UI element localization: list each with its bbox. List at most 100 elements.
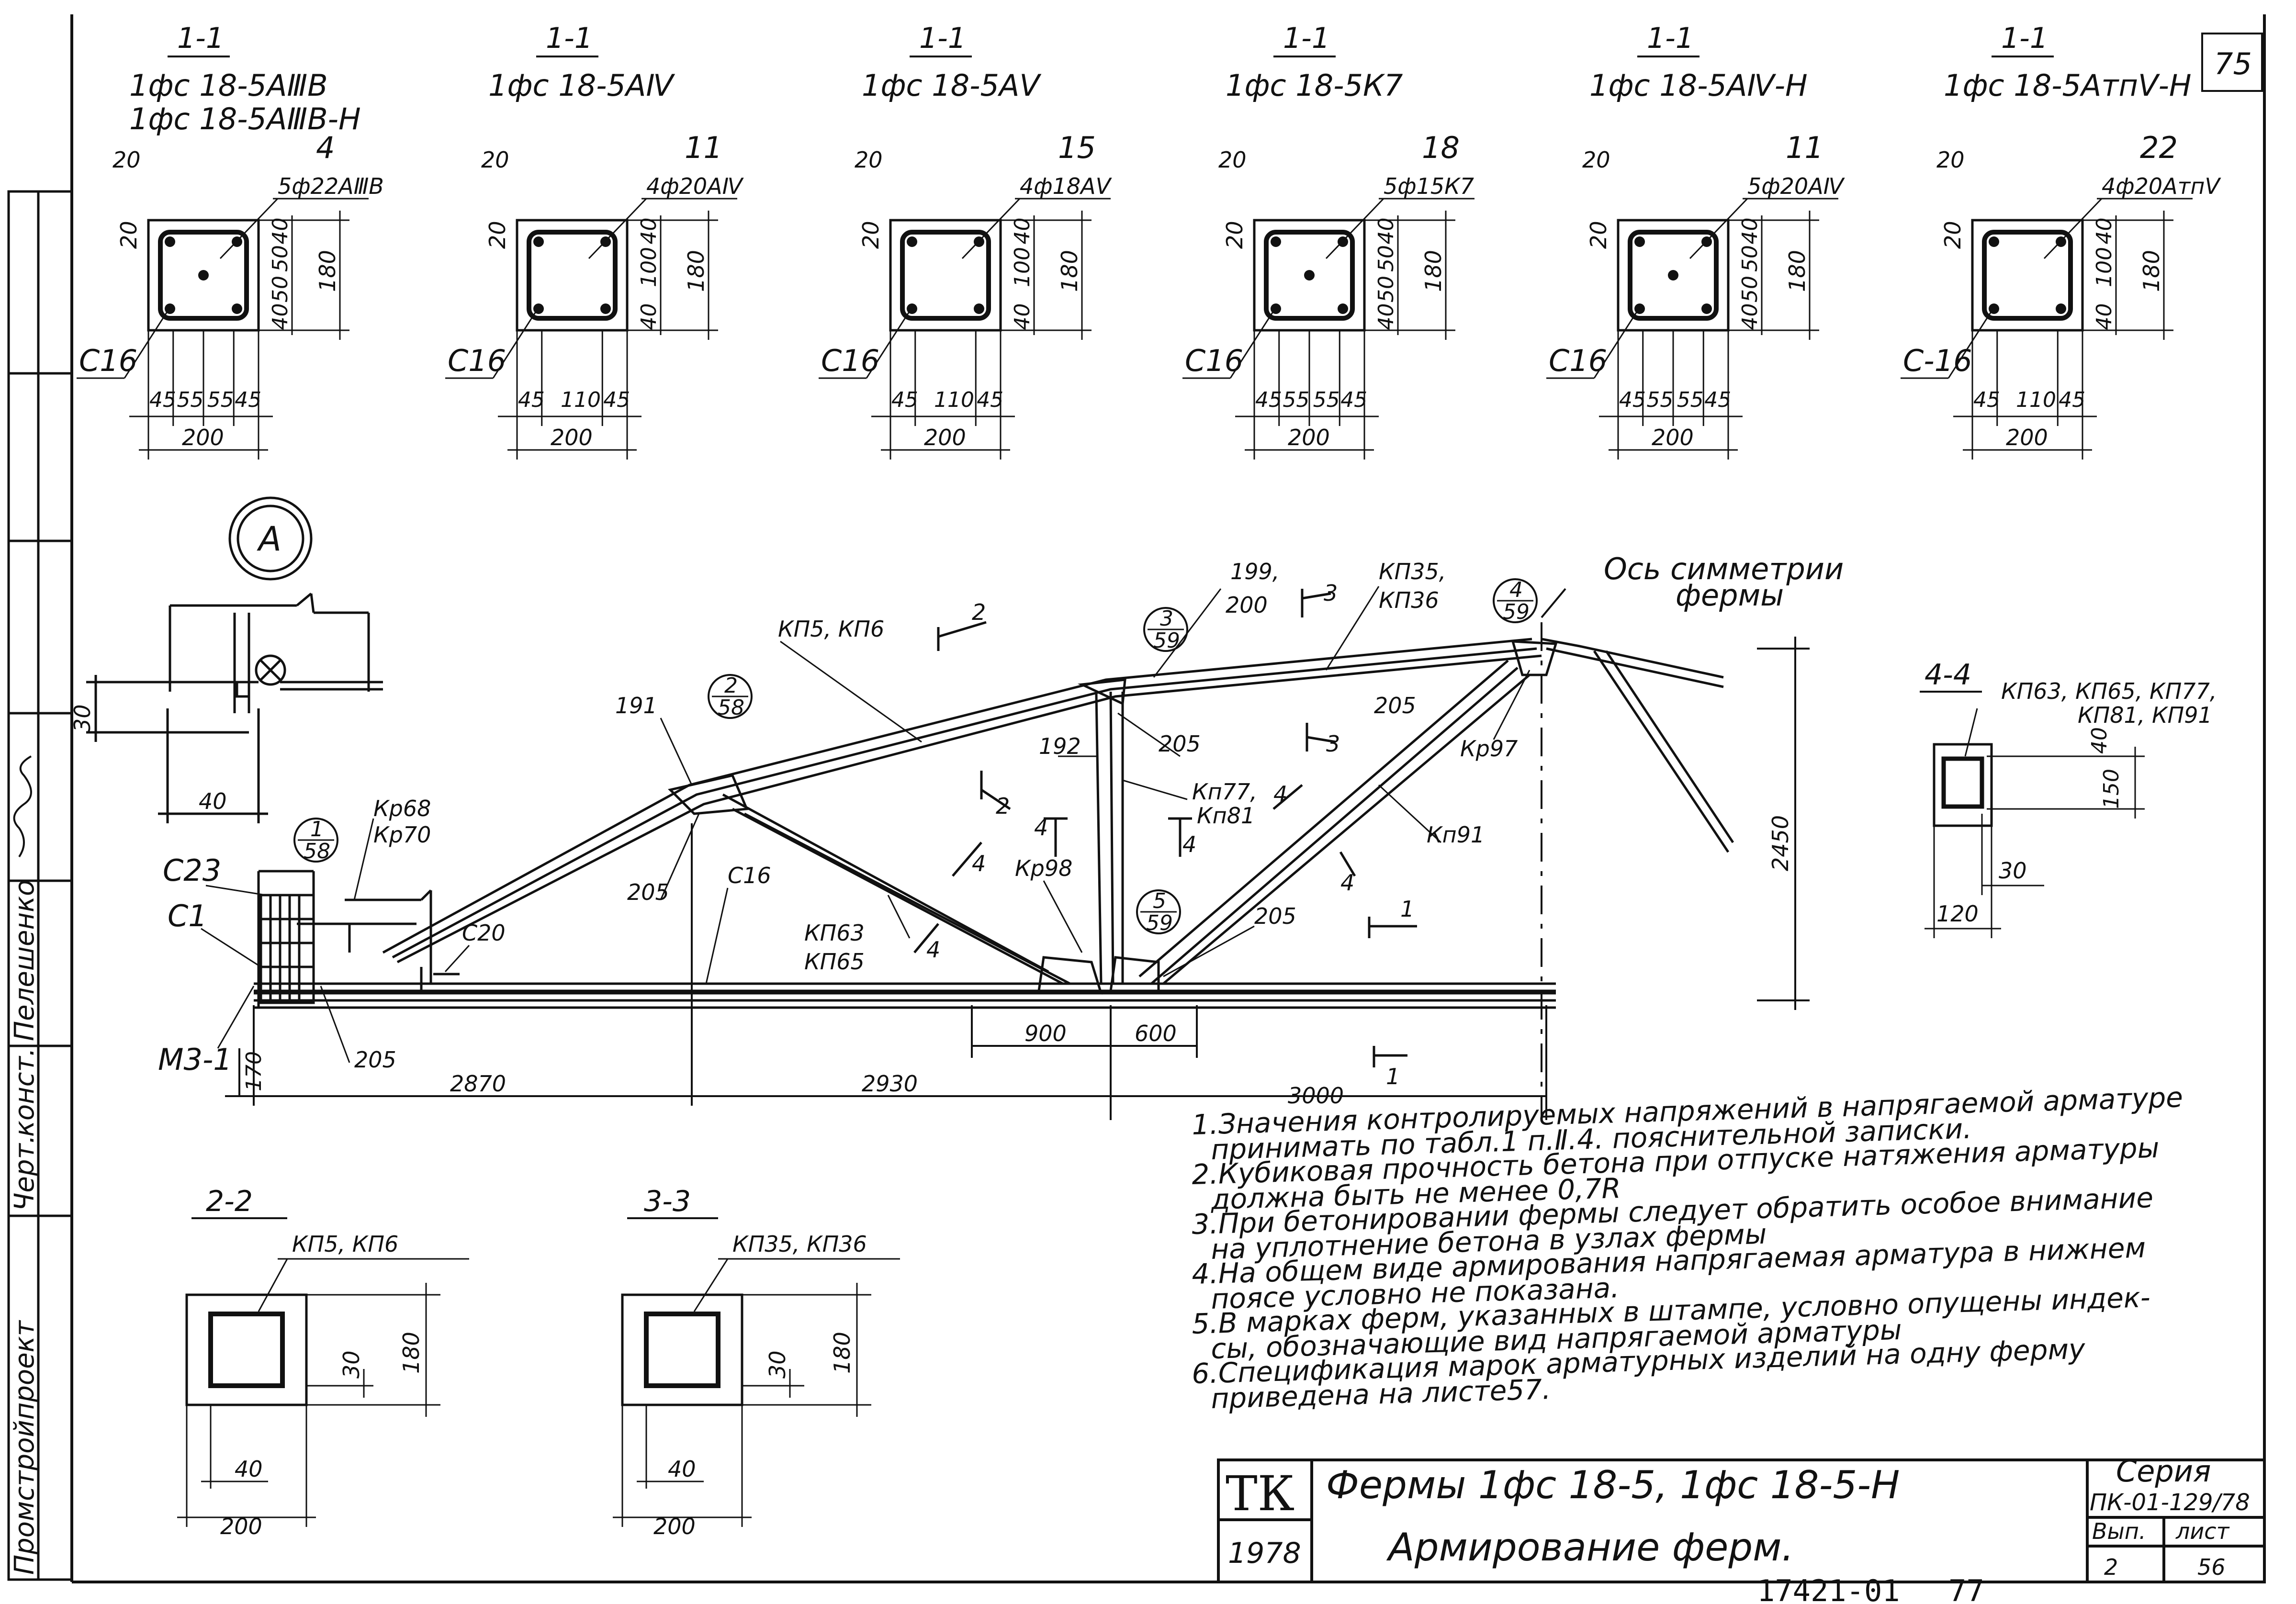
title-block-series: ПК-01-129/78 (2090, 1489, 2250, 1516)
section-3-3-dim-200: 200 (653, 1514, 696, 1539)
cut-label-1a: 1 (1400, 896, 1414, 922)
node-circle: 258 (708, 673, 753, 720)
section-clamp-label: С-16 (1903, 343, 1972, 378)
section-dim-top: 20 (484, 221, 510, 249)
dim-2450: 2450 (1767, 815, 1793, 871)
symmetry-axis-label-1: Ось симметрии (1604, 551, 1844, 586)
section-rebar-spec: 4ф20АтпⅤ (2102, 173, 2221, 199)
title-block-logo: ТК (1226, 1466, 1294, 1522)
section-dim-left: 20 (1936, 147, 1965, 173)
section-dim-bar: 45 (235, 388, 261, 412)
section-mark: 1фс 18-5АⅣ-Н (1589, 68, 1808, 103)
title-block-issue-label: Вып. (2092, 1518, 2146, 1544)
section-dim-vertical: 50 (1738, 276, 1762, 303)
label-kp63: КП63 (804, 920, 865, 946)
section-dim-top: 20 (1940, 221, 1966, 249)
section-dim-height: 180 (315, 250, 340, 292)
section-clamp (527, 230, 618, 321)
section-clamp-label: С16 (1185, 343, 1243, 378)
section-dim-top: 20 (116, 221, 142, 249)
section-4-4-title: 4-4 (1925, 658, 1971, 692)
section-dim-bar: 45 (149, 388, 176, 412)
section-dim-bar: 45 (1255, 388, 1282, 412)
section-3-3: 3-3 КП35, КП36 30 180 40 200 (613, 1185, 900, 1539)
label-c23: С23 (163, 853, 221, 888)
section-dim-vertical: 40 (268, 303, 293, 330)
footer-code: 17421-01 (1757, 1573, 1900, 1604)
label-kr68: Кр68 (373, 796, 431, 821)
section-4-4-marks-1: КП63, КП65, КП77, (2001, 678, 2217, 704)
label-191: 191 (615, 693, 657, 718)
section-clamp-label: С16 (821, 343, 879, 378)
section-4-4-dim-150: 150 (2099, 769, 2124, 809)
node-circle-sheet: 58 (304, 839, 330, 864)
section-title: 1-1 (546, 22, 593, 55)
section-2-2-dim-40: 40 (235, 1456, 263, 1482)
label-kp81: Кп81 (1197, 803, 1255, 829)
label-205-d: 205 (1254, 903, 1296, 929)
label-c1: С1 (168, 898, 207, 933)
side-stamp-signature (13, 755, 32, 858)
leader (1593, 311, 1638, 379)
section-cut-markers (913, 589, 1417, 1067)
node-circle-ring (293, 818, 338, 863)
side-stamp (7, 190, 73, 1581)
section-2-2-marks: КП5, КП6 (292, 1231, 398, 1257)
label-m3-1: М3-1 (158, 1042, 232, 1077)
section-rebar-spec: 5ф15К7 (1384, 173, 1474, 199)
node-circle: 559 (1136, 889, 1181, 935)
section-2-2-title: 2-2 (206, 1185, 253, 1218)
label-kp36: КП36 (1379, 587, 1439, 613)
label-205-a: 205 (627, 879, 669, 905)
rebar-dot (2056, 303, 2066, 314)
title-block-year: 1978 (1228, 1537, 1301, 1570)
cut-label-4d: 4 (926, 937, 940, 963)
cut-label-4c: 4 (972, 851, 986, 876)
section-dim-bar: 45 (518, 388, 545, 412)
section-title: 1-1 (919, 22, 966, 55)
section-mark: 1фс 18-5АⅢВ-Н (129, 101, 361, 136)
rebar-dot (1668, 270, 1678, 280)
section-3-3-dim-40: 40 (668, 1456, 696, 1482)
detail-a-dim-h: 40 (199, 788, 227, 814)
section-dim-height: 180 (1420, 250, 1446, 292)
section-rebar-spec: 4ф18АⅤ (1020, 173, 1113, 199)
section-rebar-spec: 5ф22АⅢВ (278, 173, 384, 199)
title-block-title-2: Армирование ферм. (1386, 1525, 1794, 1570)
label-kr97: Кр97 (1460, 736, 1518, 762)
general-notes: 1.Значения контролируемых напряжений в н… (1191, 1081, 2183, 1415)
section-dim-vertical: 40 (1374, 303, 1398, 330)
side-stamp-name: Пелешенко (9, 880, 40, 1041)
title-block-issue: 2 (2104, 1554, 2118, 1580)
rebar-dot (600, 303, 611, 314)
section-dim-vertical: 40 (1010, 218, 1035, 245)
leader (588, 198, 647, 259)
section-pos-number: 15 (1058, 130, 1096, 165)
section-pos-number: 11 (685, 130, 722, 165)
section-4-4-marks-2: КП81, КП91 (2078, 702, 2212, 728)
dim-2870: 2870 (450, 1071, 506, 1097)
truss-labels: КП5, КП6 КП35, КП36 199, 200 191 192 205… (158, 559, 1518, 1077)
leader (1229, 311, 1274, 379)
section-3-3-dim-30: 30 (765, 1350, 790, 1379)
cut-label-2b: 2 (996, 793, 1010, 819)
node-circle: 359 (1143, 606, 1188, 653)
section-dim-bar: 55 (1677, 388, 1704, 412)
label-kr98: Кр98 (1015, 855, 1072, 881)
leader (1689, 198, 1748, 259)
dim-170: 170 (242, 1051, 266, 1091)
truss-top-chord (382, 638, 1724, 964)
cut-label-3b: 3 (1326, 731, 1340, 757)
rebar-dot (907, 236, 917, 247)
node-circle-number: 2 (724, 673, 738, 698)
section-mark: 1фс 18-5АⅣ (488, 68, 675, 103)
section-dim-vertical: 40 (1374, 218, 1398, 245)
node-circle-sheet: 59 (1146, 911, 1173, 935)
corner-sheet-number: 75 (2214, 46, 2252, 81)
section-dim-left: 20 (113, 147, 141, 173)
section-dim-width: 200 (924, 425, 966, 450)
